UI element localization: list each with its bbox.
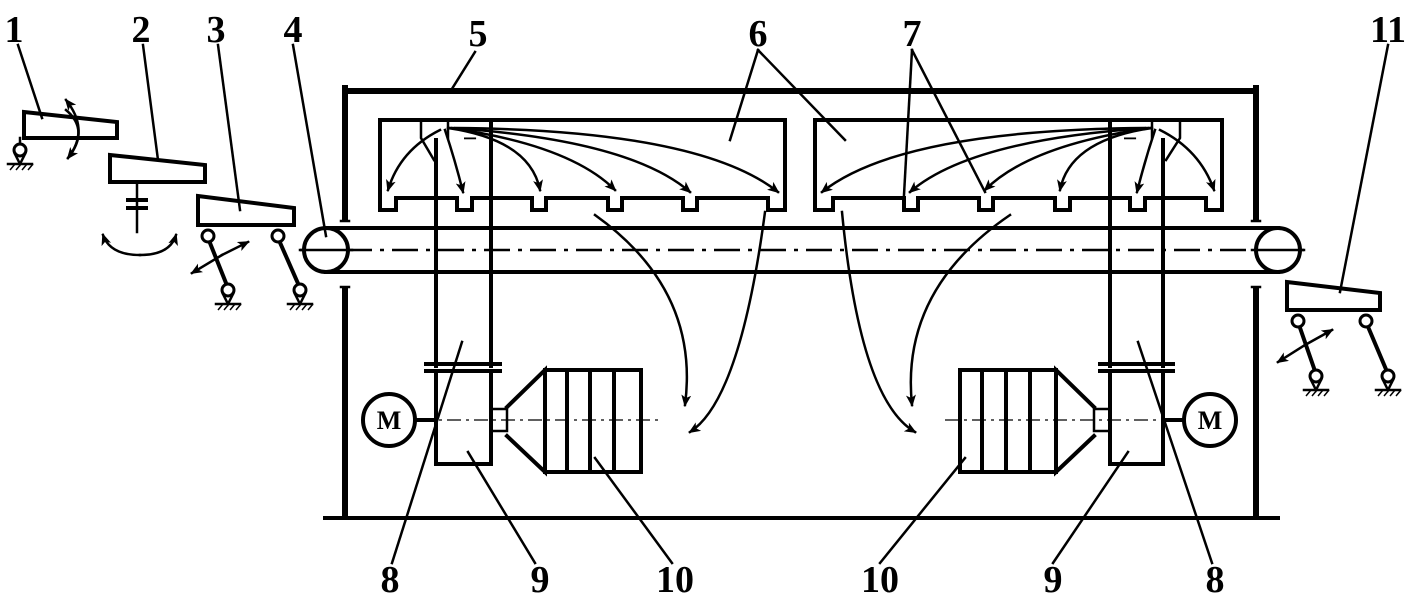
- feeder-3: [190, 193, 315, 312]
- airflow-arrows-right-box: [820, 126, 1216, 194]
- label-6: 6: [749, 13, 768, 55]
- conveyor: [298, 226, 1306, 274]
- label-9-left: 9: [531, 559, 550, 601]
- label-1: 1: [5, 9, 24, 51]
- motor-right: [1182, 392, 1238, 448]
- airflow-arrows-left-box: [386, 126, 780, 194]
- label-10-right: 10: [861, 559, 899, 601]
- label-8-left: 8: [381, 559, 400, 601]
- labels: 1 2 3 4 5 6 7 11 8 9 10 10 9 8: [5, 9, 1406, 601]
- motor-left-label: M: [377, 406, 402, 435]
- label-5: 5: [469, 13, 488, 55]
- label-8-right: 8: [1206, 559, 1225, 601]
- label-11: 11: [1370, 9, 1406, 51]
- leader-lines: [16, 43, 1390, 565]
- label-4: 4: [284, 9, 303, 51]
- label-7: 7: [903, 13, 922, 55]
- air-unit-right: M: [945, 118, 1238, 477]
- air-unit-left: M: [361, 118, 660, 477]
- motor-right-label: M: [1198, 406, 1223, 435]
- return-air-arrows: [593, 210, 1012, 434]
- motor-left: [361, 392, 417, 448]
- label-9-right: 9: [1044, 559, 1063, 601]
- discharge-11: [1276, 279, 1403, 398]
- label-2: 2: [132, 9, 151, 51]
- label-10-left: 10: [656, 559, 694, 601]
- feeder-2: [101, 152, 207, 257]
- label-3: 3: [207, 9, 226, 51]
- feeder-1: [6, 98, 119, 172]
